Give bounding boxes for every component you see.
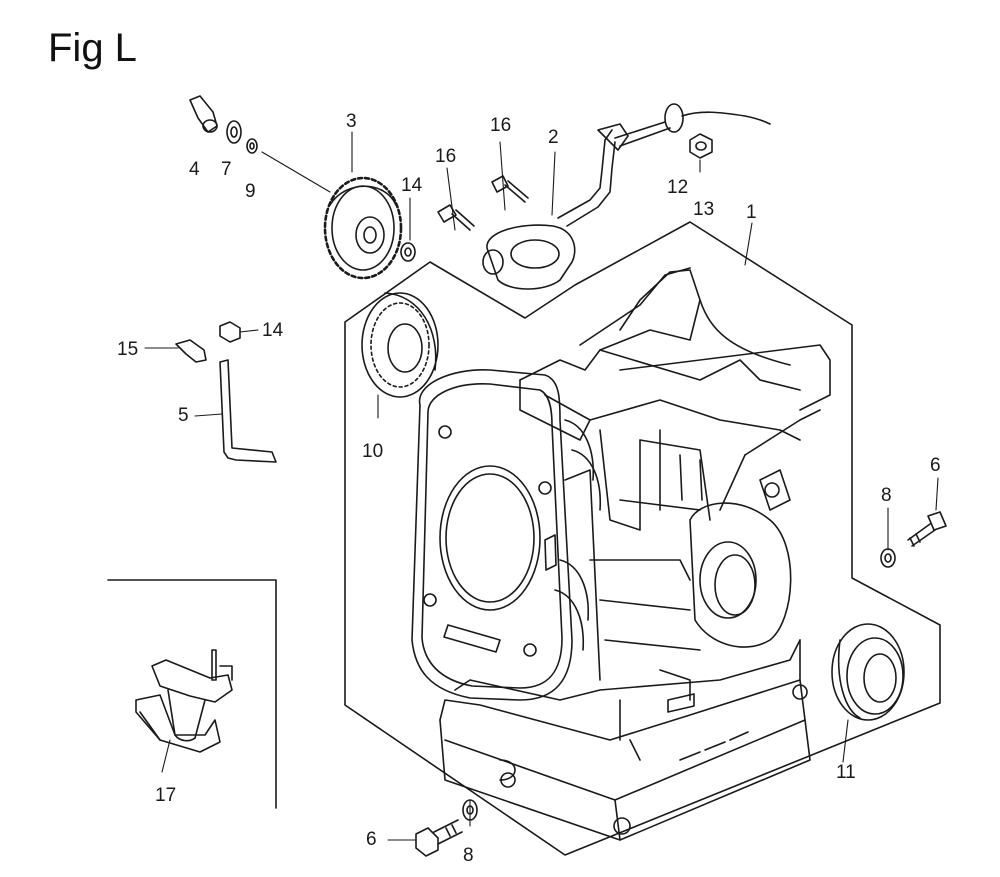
part-14-washer-upper xyxy=(400,242,416,262)
part-2-oil-switch xyxy=(482,103,771,290)
part-11-oil-seal xyxy=(831,623,905,721)
callout-7: 7 xyxy=(221,159,232,180)
part-8-washer-lower xyxy=(462,799,478,821)
callout-16-right: 16 xyxy=(490,115,512,136)
callout-4: 4 xyxy=(189,159,200,180)
callout-1: 1 xyxy=(746,202,757,223)
callout-2: 2 xyxy=(548,127,559,148)
assembly-group-outline xyxy=(344,221,941,856)
callout-11: 11 xyxy=(836,762,856,783)
callout-12: 12 xyxy=(667,177,689,198)
part-6-bolt-lower xyxy=(415,819,463,857)
part-17-mount xyxy=(135,649,233,753)
part-5-rod xyxy=(219,359,277,463)
callout-8-lower: 8 xyxy=(463,845,474,866)
part-7-washer xyxy=(226,120,242,144)
figure-title: Fig L xyxy=(48,26,137,70)
callout-13: 13 xyxy=(693,199,715,220)
part-3-gear xyxy=(323,176,403,280)
callout-6-upper: 6 xyxy=(930,455,941,476)
callout-3: 3 xyxy=(346,111,357,132)
callout-6-lower: 6 xyxy=(366,829,377,850)
part-8-washer-upper xyxy=(880,548,896,568)
part-15-clip xyxy=(175,339,207,363)
part-13-nut xyxy=(689,133,713,159)
part-9-washer xyxy=(246,138,258,154)
callout-17: 17 xyxy=(155,785,177,806)
part-16-bolt-right xyxy=(491,175,529,203)
callout-14-lower: 14 xyxy=(262,320,284,341)
callout-14-upper: 14 xyxy=(401,175,423,196)
callout-9: 9 xyxy=(245,181,256,202)
part-6-bolt-upper xyxy=(907,511,947,547)
part-17-box-outline xyxy=(107,579,277,809)
part-16-bolt-left xyxy=(437,204,475,231)
callout-16-left: 16 xyxy=(435,146,457,167)
callout-8-upper: 8 xyxy=(881,485,892,506)
part-1-crankcase xyxy=(411,267,831,841)
part-14-nut-lower xyxy=(219,321,241,343)
callout-5: 5 xyxy=(178,405,189,426)
callout-15: 15 xyxy=(117,339,139,360)
part-4-plug xyxy=(189,95,218,133)
callout-10: 10 xyxy=(362,441,384,462)
leader-lines xyxy=(144,131,939,841)
part-10-bearing xyxy=(361,292,439,398)
